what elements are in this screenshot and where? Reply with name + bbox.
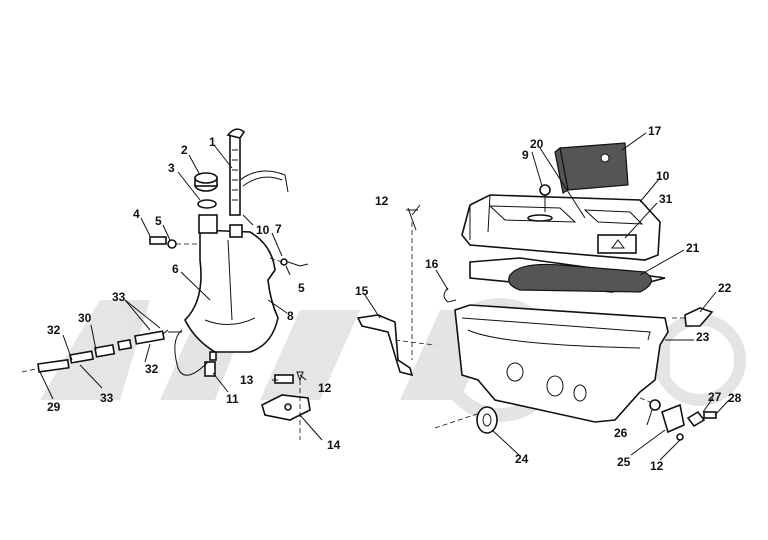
tank-cap-part [194, 172, 218, 192]
box-lid-part [461, 194, 661, 261]
callout-11: 11 [226, 392, 239, 406]
callout-28: 28 [728, 391, 742, 405]
callout-15: 15 [355, 284, 369, 298]
callout-12b: 12 [375, 194, 389, 208]
hose-assembly-part [21, 329, 182, 373]
callout-5a: 5 [155, 214, 162, 228]
callout-8: 8 [287, 309, 294, 323]
callout-5b: 5 [298, 281, 305, 295]
oil-tank-body-part [184, 214, 279, 353]
callout-12a: 12 [318, 381, 332, 395]
side-bracket-part [356, 314, 436, 377]
callout-10b: 10 [656, 169, 670, 183]
callout-32a: 32 [47, 323, 61, 337]
callout-14: 14 [327, 438, 341, 452]
callout-26: 26 [614, 426, 628, 440]
foam-pad-part [469, 257, 666, 293]
callout-21: 21 [686, 241, 700, 255]
callout-10a: 10 [256, 223, 270, 237]
callout-23: 23 [696, 330, 710, 344]
callout-20: 20 [530, 137, 544, 151]
callout-12c: 12 [650, 459, 664, 473]
callout-9: 9 [522, 148, 529, 162]
callout-6: 6 [172, 262, 179, 276]
mounting-bracket-part [261, 371, 311, 440]
filler-tube-part [226, 128, 289, 216]
foam-block-part [554, 142, 629, 194]
callout-27: 27 [708, 390, 722, 404]
right-leader-lines [364, 132, 730, 461]
callout-32b: 32 [145, 362, 159, 376]
grommet-part [476, 406, 498, 434]
callout-2: 2 [181, 143, 188, 157]
outlet-fitting-part [174, 329, 217, 377]
callout-numbers: 1 2 3 4 5 6 7 10 5 8 11 13 12 14 33 32 3… [47, 124, 742, 473]
oil-tank-assembly [21, 128, 323, 441]
clip-part [443, 287, 457, 303]
callout-22: 22 [718, 281, 732, 295]
hold-down-bracket-part [639, 397, 717, 441]
callout-1: 1 [209, 135, 216, 149]
callout-25: 25 [617, 455, 631, 469]
callout-30: 30 [78, 311, 92, 325]
latch-part [672, 307, 714, 327]
callout-4: 4 [133, 207, 140, 221]
battery-box-assembly [356, 132, 730, 461]
callout-7: 7 [275, 222, 282, 236]
callout-16: 16 [425, 257, 439, 271]
callout-13: 13 [240, 373, 254, 387]
vent-part [527, 184, 553, 222]
support-rod-part [406, 207, 418, 360]
callout-33b: 33 [100, 391, 114, 405]
left-leader-lines [39, 144, 323, 441]
callout-33a: 33 [112, 290, 126, 304]
bolt-part [149, 236, 198, 249]
fitting-part [269, 257, 309, 267]
gasket-part [197, 199, 217, 209]
callout-17: 17 [648, 124, 662, 138]
callout-31: 31 [659, 192, 673, 206]
callout-3: 3 [168, 161, 175, 175]
callout-29: 29 [47, 400, 61, 414]
callout-24: 24 [515, 452, 529, 466]
